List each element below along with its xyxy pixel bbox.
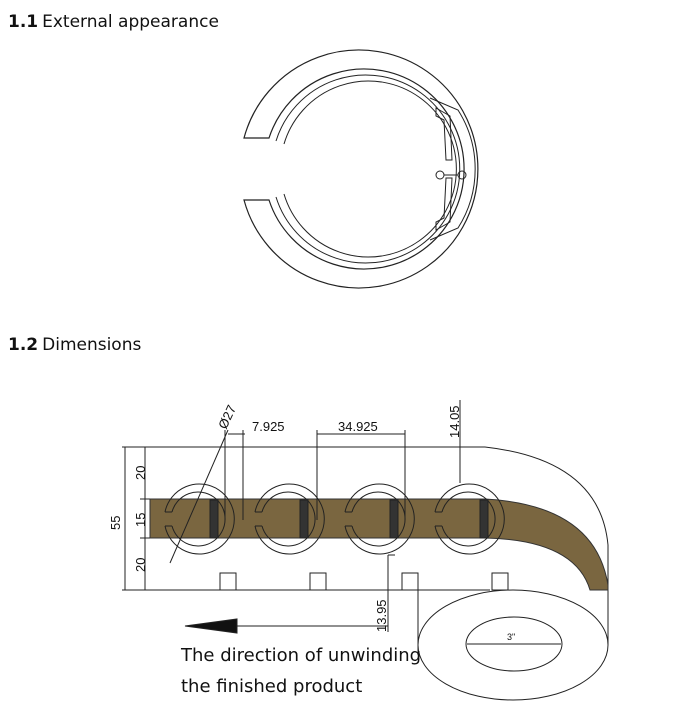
carrier-band — [149, 498, 609, 591]
dim-bottom-margin: 20 — [133, 558, 148, 572]
section-title: External appearance — [42, 12, 219, 32]
dim-pitch: 34.925 — [338, 419, 378, 434]
section-number: 1.2 — [8, 335, 39, 355]
dim-top-margin: 20 — [133, 466, 148, 480]
dim-bottom-offset: 13.95 — [374, 599, 389, 632]
caption-line-2: the finished product — [181, 676, 362, 697]
dim-total-width: 55 — [108, 516, 123, 530]
section-number: 1.1 — [8, 12, 39, 32]
squares — [219, 572, 509, 591]
section-title: Dimensions — [42, 335, 142, 355]
tag-appearance-drawing — [243, 49, 479, 289]
dim-diameter: Ø27 — [215, 403, 239, 432]
dim-gap: 7.925 — [252, 419, 285, 434]
dimension-drawing — [122, 400, 609, 701]
caption-line-1: The direction of unwinding — [180, 645, 421, 666]
dim-band-width: 15 — [133, 513, 148, 527]
dim-top-offset: 14.05 — [447, 405, 462, 438]
dim-core: 3" — [507, 632, 515, 642]
